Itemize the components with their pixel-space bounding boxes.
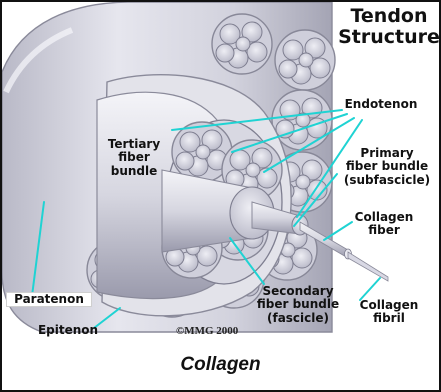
label-endotenon: Endotenon (326, 98, 436, 111)
label-primary-fiber-bundle: Primary fiber bundle (subfascicle) (335, 147, 439, 187)
tertiary-bundle-face (275, 30, 335, 90)
collagen-fibril (348, 252, 388, 281)
diagram-title: Tendon Structure (336, 6, 441, 47)
label-tertiary-fiber-bundle: Tertiary fiber bundle (94, 138, 174, 178)
tertiary-bundle-face (272, 90, 332, 150)
label-paratenon: Paratenon (6, 292, 92, 307)
copyright-notice: ©MMG 2000 (176, 325, 238, 337)
label-epitenon: Epitenon (26, 324, 110, 337)
label-secondary-fiber-bundle: Secondary fiber bundle (fascicle) (248, 285, 348, 325)
label-collagen-fiber: Collagen fiber (332, 211, 436, 238)
tertiary-bundle-face (212, 14, 272, 74)
figure-caption: Collagen (2, 354, 439, 376)
label-collagen-fibril: Collagen fibril (352, 299, 426, 326)
